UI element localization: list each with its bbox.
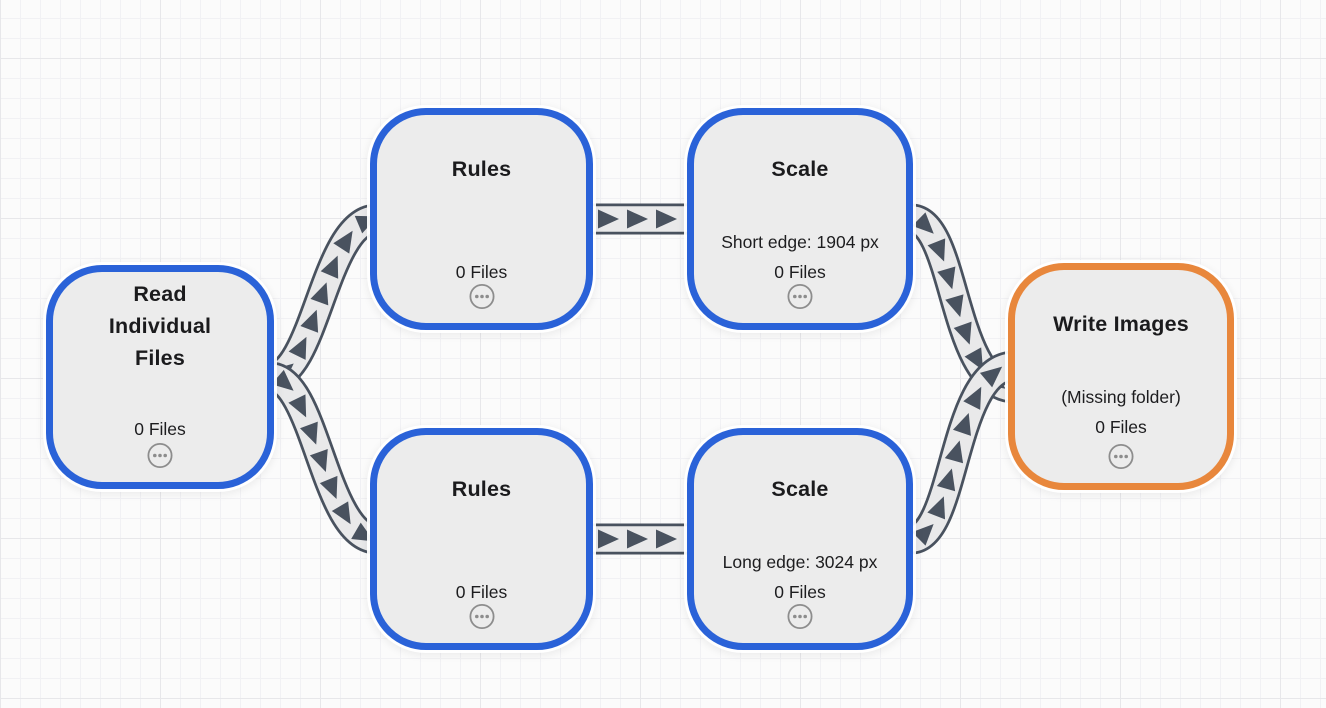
ellipsis-icon [787,603,813,630]
node-title: Write Images [1053,312,1189,336]
node-setting-label: Short edge: 1904 px [721,232,879,252]
node-scale-bottom[interactable]: Scale Long edge: 3024 px 0 Files [687,428,913,650]
node-file-count: 0 Files [455,582,508,602]
node-options-button[interactable] [785,281,816,312]
connection-rules-bottom-to-scale-bottom[interactable] [591,523,689,555]
ellipsis-icon [147,442,173,469]
connection-scale-bottom-to-write[interactable] [907,350,1018,555]
node-file-count: 0 Files [134,419,186,439]
node-setting-label: Long edge: 3024 px [722,552,878,572]
node-options-button[interactable] [1106,441,1137,472]
connection-read-to-rules-top[interactable] [266,203,382,393]
node-rules-top[interactable]: Rules 0 Files [370,108,593,330]
node-title: Read Individual Files [108,282,212,370]
node-file-count: 0 Files [1095,417,1147,437]
node-file-count: 0 Files [774,262,826,282]
node-title: Rules [451,477,512,501]
node-file-count: 0 Files [774,582,826,602]
ellipsis-icon [468,283,495,310]
ellipsis-icon [787,283,813,310]
node-title: Scale [771,157,829,181]
node-title: Scale [771,477,829,501]
node-options-button[interactable] [145,440,176,471]
node-options-button[interactable] [466,601,497,632]
node-options-button[interactable] [785,601,816,632]
ellipsis-icon [468,603,495,630]
ellipsis-icon [1108,443,1134,470]
node-file-count: 0 Files [455,262,508,282]
node-options-button[interactable] [466,281,497,312]
connection-read-to-rules-bottom[interactable] [266,361,380,555]
connection-rules-top-to-scale-top[interactable] [591,203,689,235]
node-read-individual-files[interactable]: Read Individual Files 0 Files [46,265,274,489]
node-write-images[interactable]: Write Images (Missing folder) 0 Files [1008,263,1234,490]
node-rules-bottom[interactable]: Rules 0 Files [370,428,593,650]
node-title: Rules [451,157,512,181]
node-warning-label: (Missing folder) [1061,387,1181,407]
node-scale-top[interactable]: Scale Short edge: 1904 px 0 Files [687,108,913,330]
